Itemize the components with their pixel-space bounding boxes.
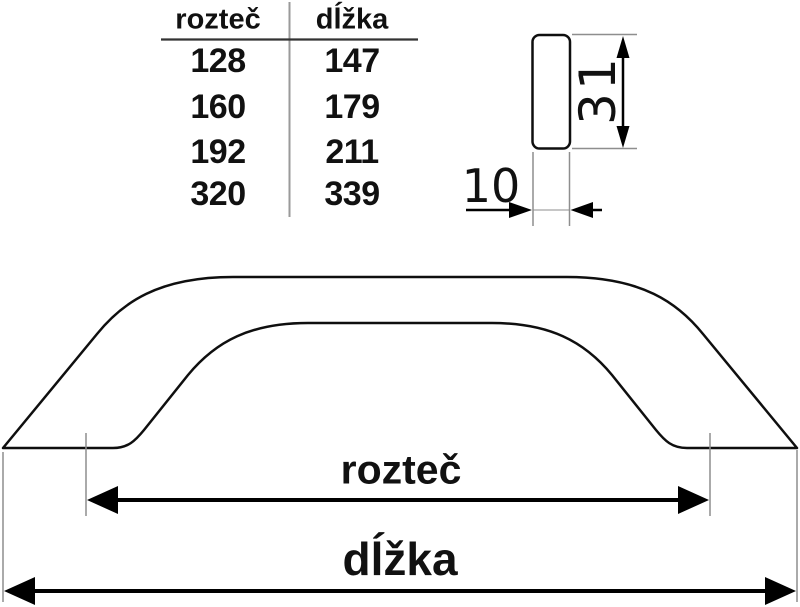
table-cell-length: 211 — [325, 133, 379, 171]
handle-front-outline — [1, 275, 799, 450]
arrowhead-up-icon — [616, 36, 630, 58]
arrowhead-left-icon — [87, 486, 118, 514]
arrowhead-right-icon — [765, 577, 796, 605]
table-header-pitch: rozteč — [175, 3, 261, 36]
table-cell-pitch: 160 — [190, 88, 246, 126]
table-cell-pitch: 320 — [190, 175, 246, 213]
table-header-length: dĺžka — [315, 3, 389, 36]
arrowhead-left-icon — [4, 577, 35, 605]
handle-side-profile — [531, 33, 572, 150]
table-cell-pitch: 192 — [190, 133, 246, 171]
arrowhead-left-icon — [570, 202, 593, 218]
arrowhead-down-icon — [616, 126, 630, 148]
table-cell-length: 339 — [324, 175, 380, 213]
table-cell-length: 179 — [324, 88, 380, 126]
arrowhead-right-icon — [678, 486, 709, 514]
width-dimension-value: 10 — [461, 159, 521, 213]
pitch-dimension-label: rozteč — [340, 446, 462, 493]
table-cell-length: 147 — [324, 42, 380, 80]
spec-table-rules — [161, 2, 418, 217]
length-dimension-label: dĺžka — [342, 533, 458, 585]
side-view-drawing — [466, 33, 637, 226]
height-dimension-value: 31 — [569, 55, 627, 125]
front-view-drawing — [1, 275, 799, 605]
arrowhead-right-icon — [509, 202, 532, 218]
table-cell-pitch: 128 — [190, 42, 246, 80]
